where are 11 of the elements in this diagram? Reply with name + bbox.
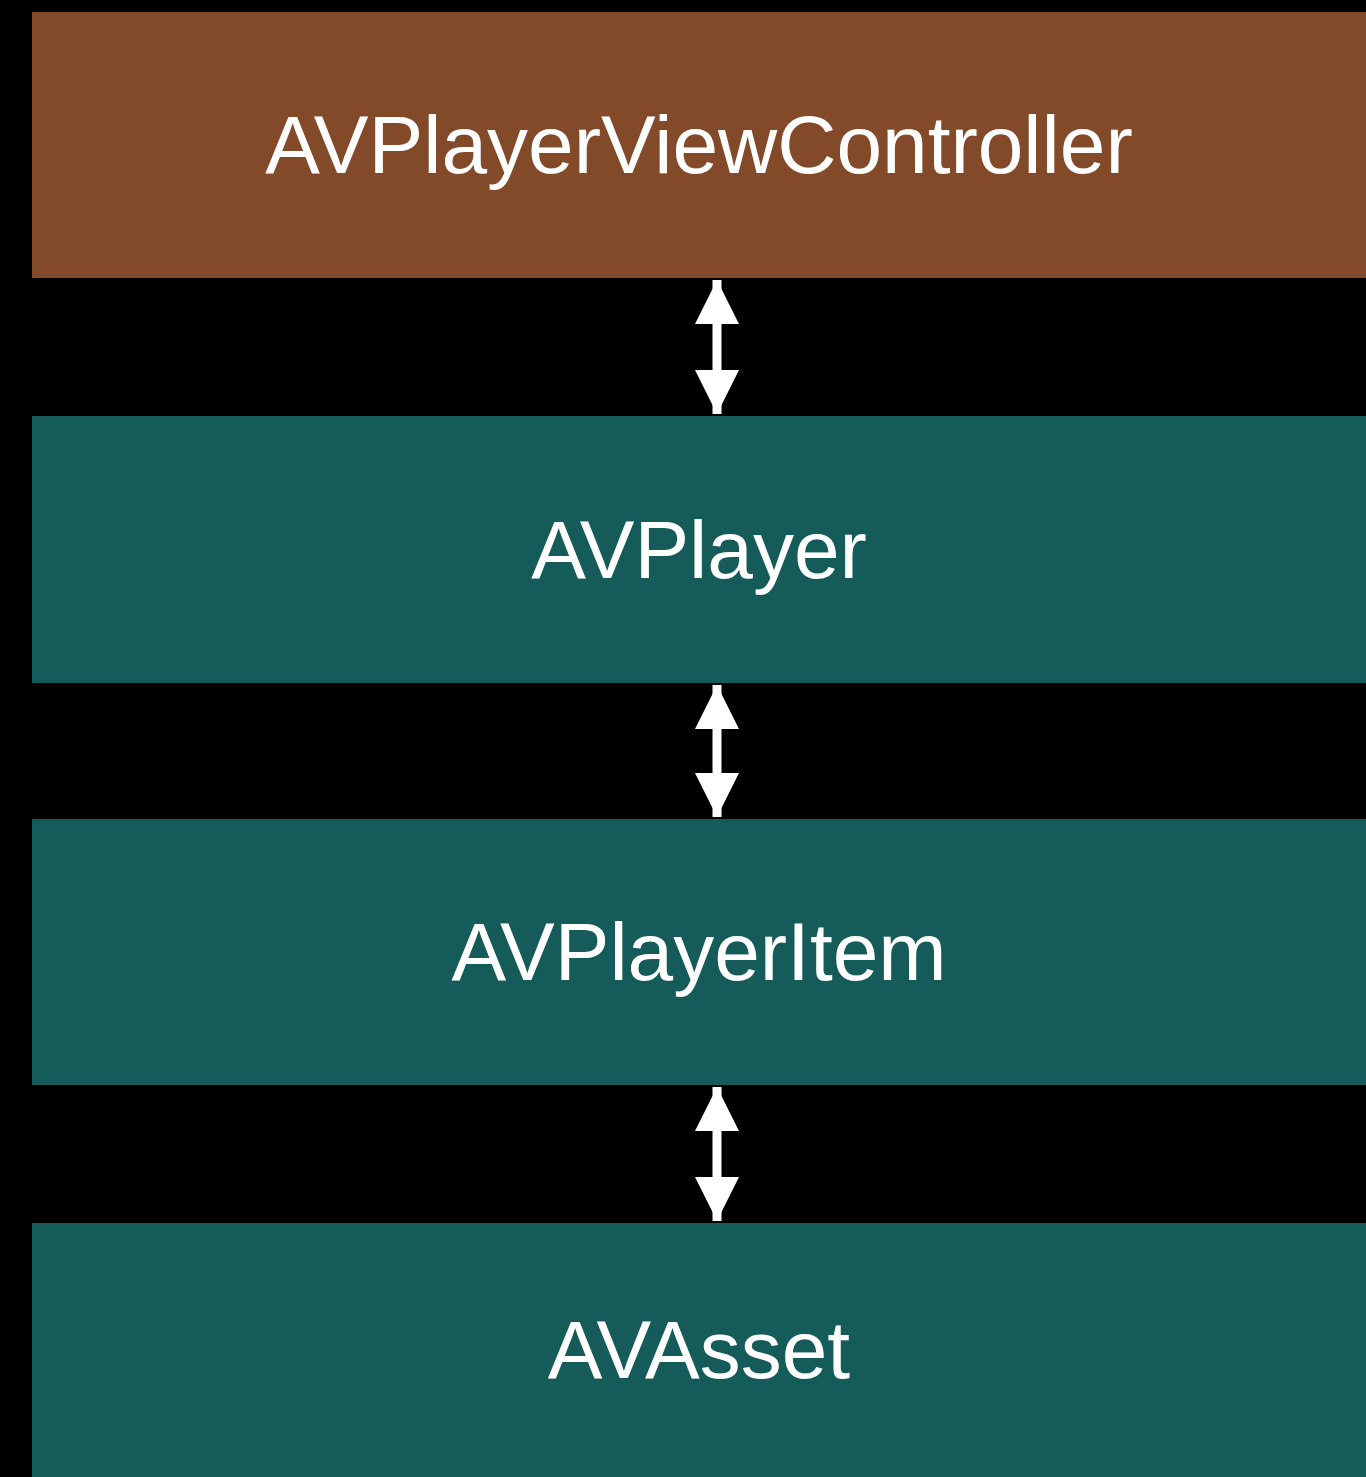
class-box [32,12,1366,278]
class-name: AVPlayer [531,502,867,597]
double-arrow [695,280,739,414]
double-arrow [695,685,739,817]
class-name: AVAsset [547,1303,851,1397]
class-box [32,1223,1366,1477]
class-name: AVPlayerItem [451,905,947,999]
class-box [32,819,1366,1085]
class-box [32,416,1366,683]
class-name: AVPlayerViewController [265,98,1133,192]
double-arrow [695,1087,739,1221]
